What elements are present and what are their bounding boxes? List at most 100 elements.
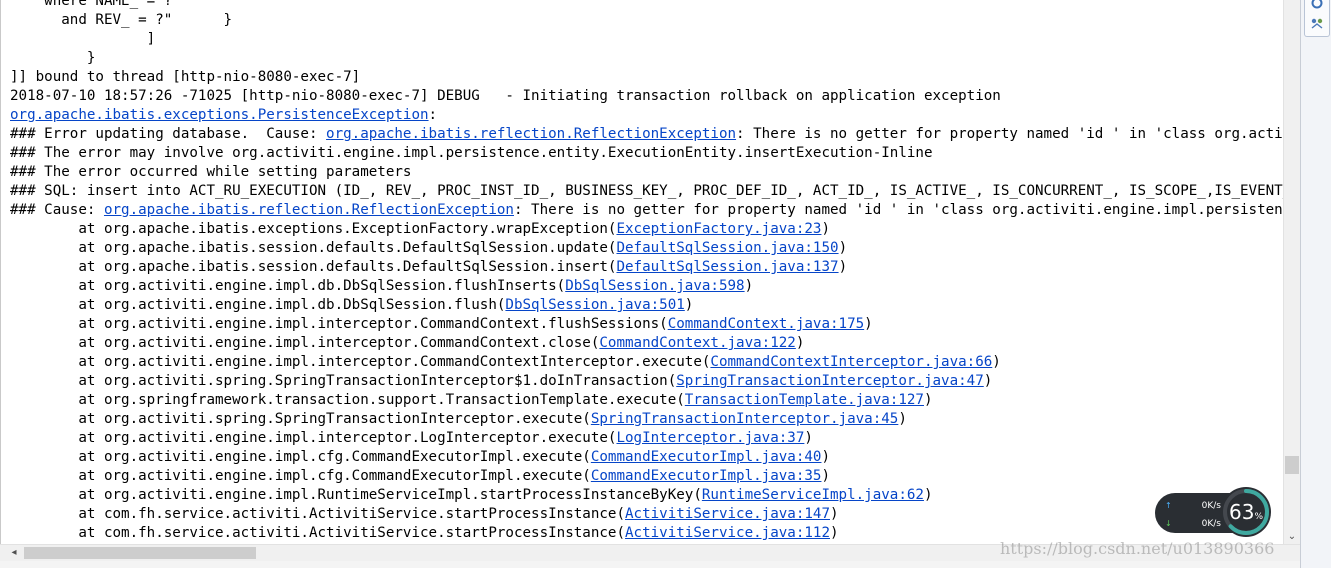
console-text: ) [830, 525, 839, 541]
console-text: and REV_ = ?" } [10, 12, 233, 28]
pin-icon[interactable] [1310, 0, 1324, 10]
source-link[interactable]: LogInterceptor.java:37 [616, 430, 805, 446]
console-line: at org.activiti.engine.impl.db.DbSqlSess… [10, 296, 693, 315]
console-line: at org.activiti.engine.impl.cfg.CommandE… [10, 448, 830, 467]
source-link[interactable]: SpringTransactionInterceptor.java:47 [676, 373, 984, 389]
source-link[interactable]: CommandExecutorImpl.java:40 [590, 449, 822, 465]
console-line: at org.activiti.engine.impl.interceptor.… [10, 334, 804, 353]
side-toolbar-group [1304, 0, 1330, 37]
console-text: ) [838, 259, 848, 275]
console-text: at org.activiti.engine.impl.interceptor.… [10, 335, 600, 351]
console-line: ### Error updating database. Cause: org.… [10, 125, 1284, 144]
console-line: ]] bound to thread [http-nio-8080-exec-7… [10, 68, 360, 87]
console-text: ) [795, 335, 805, 351]
console-text: ) [821, 449, 831, 465]
memory-usage-gauge[interactable] [1219, 486, 1273, 538]
source-link[interactable]: TransactionTemplate.java:127 [684, 392, 924, 408]
console-text: at org.activiti.engine.impl.interceptor.… [10, 430, 617, 446]
console-text: ) [838, 240, 848, 256]
source-link[interactable]: RuntimeServiceImpl.java:62 [701, 487, 924, 503]
source-link[interactable]: DbSqlSession.java:501 [505, 297, 685, 313]
console-line: ### Cause: org.apache.ibatis.reflection.… [10, 201, 1284, 220]
console-text: : There is no getter for property named … [736, 126, 1284, 142]
console-text: ) [992, 354, 1001, 370]
vertical-scrollbar-thumb[interactable] [1285, 456, 1299, 474]
console-text: at com.fh.service.activiti.ActivitiServi… [10, 525, 625, 541]
console-line: ] [10, 30, 156, 49]
console-line: org.apache.ibatis.exceptions.Persistence… [10, 106, 437, 125]
console-line: at org.apache.ibatis.exceptions.Exceptio… [10, 220, 830, 239]
console-line: at org.activiti.engine.impl.interceptor.… [10, 429, 813, 448]
console-line: and REV_ = ?" } [10, 11, 232, 30]
console-text: ### The error occurred while setting par… [10, 164, 412, 180]
console-line: at org.apache.ibatis.session.defaults.De… [10, 239, 847, 258]
source-link[interactable]: CommandContext.java:175 [667, 316, 865, 332]
source-link[interactable]: SpringTransactionInterceptor.java:45 [590, 411, 899, 427]
console-text: at org.apache.ibatis.exceptions.Exceptio… [10, 221, 617, 237]
bottom-strip [0, 561, 1331, 568]
source-link[interactable]: ActivitiService.java:147 [625, 506, 830, 522]
download-speed: ↓ 0K/s [1165, 517, 1227, 531]
console-text: ) [821, 468, 831, 484]
upload-arrow-icon: ↑ [1165, 501, 1172, 510]
memory-usage-percent: 63% [1228, 500, 1263, 524]
console-text: ) [804, 430, 813, 446]
console-text: at org.activiti.engine.impl.RuntimeServi… [10, 487, 702, 503]
console-line: at com.fh.service.activiti.ActivitiServi… [10, 524, 839, 543]
console-line: ### The error may involve org.activiti.e… [10, 144, 933, 163]
console-line: at org.springframework.transaction.suppo… [10, 391, 933, 410]
console-text: at org.activiti.engine.impl.cfg.CommandE… [10, 449, 591, 465]
console-line: at org.activiti.engine.impl.RuntimeServi… [10, 486, 933, 505]
console-text: ) [864, 316, 873, 332]
console-line: ### The error occurred while setting par… [10, 163, 411, 182]
upload-speed: ↑ 0K/s [1165, 499, 1227, 513]
watermark: https://blog.csdn.net/u013890366 [1000, 539, 1275, 558]
console-line: at org.activiti.engine.impl.db.DbSqlSess… [10, 277, 753, 296]
scroll-down-arrow-icon[interactable]: ⌄ [1287, 531, 1297, 542]
network-monitor-widget[interactable]: ↑ 0K/s ↓ 0K/s 63% [1155, 486, 1273, 538]
console-text: : [428, 107, 438, 123]
source-link[interactable]: org.apache.ibatis.reflection.ReflectionE… [103, 202, 514, 218]
source-link[interactable]: CommandContextInterceptor.java:66 [710, 354, 993, 370]
source-link[interactable]: org.apache.ibatis.reflection.ReflectionE… [326, 126, 737, 142]
console-text: at org.activiti.engine.impl.db.DbSqlSess… [10, 297, 506, 313]
source-link[interactable]: org.apache.ibatis.exceptions.Persistence… [10, 107, 429, 123]
console-line: at org.apache.ibatis.session.defaults.De… [10, 258, 847, 277]
vertical-scrollbar[interactable]: ⌄ [1283, 0, 1300, 544]
source-link[interactable]: CommandContext.java:122 [599, 335, 796, 351]
source-link[interactable]: DefaultSqlSession.java:137 [616, 259, 839, 275]
download-arrow-icon: ↓ [1165, 519, 1172, 528]
console-text: at org.activiti.engine.impl.db.DbSqlSess… [10, 278, 566, 294]
console-line: } [10, 49, 96, 68]
side-toolbar [1300, 0, 1331, 568]
console-line: at com.fh.service.activiti.ActivitiServi… [10, 505, 839, 524]
source-link[interactable]: DbSqlSession.java:598 [565, 278, 745, 294]
scroll-left-arrow-icon[interactable]: ◂ [11, 547, 17, 558]
console-line: at org.activiti.spring.SpringTransaction… [10, 410, 907, 429]
console-text: at org.apache.ibatis.session.defaults.De… [10, 259, 617, 275]
console-text: ) [821, 221, 831, 237]
console-line: at org.activiti.engine.impl.interceptor.… [10, 353, 1001, 372]
outline-icon[interactable] [1310, 16, 1324, 30]
console-text: ) [684, 297, 694, 313]
source-link[interactable]: ExceptionFactory.java:23 [616, 221, 822, 237]
console-text: at org.activiti.engine.impl.interceptor.… [10, 354, 711, 370]
source-link[interactable]: ActivitiService.java:112 [625, 525, 830, 541]
console-text: at org.activiti.engine.impl.interceptor.… [10, 316, 668, 332]
console-text: ) [923, 392, 933, 408]
console-text: ### The error may involve org.activiti.e… [10, 145, 933, 161]
console-text: ]] bound to thread [http-nio-8080-exec-7… [10, 69, 361, 85]
source-link[interactable]: CommandExecutorImpl.java:35 [590, 468, 822, 484]
console-line: ### SQL: insert into ACT_RU_EXECUTION (I… [10, 182, 1284, 201]
console-text: ) [923, 487, 933, 503]
console-output[interactable]: where NAME_ = ? and REV_ = ?" } ] }]] bo… [0, 0, 1284, 544]
upload-speed-value: 0K/s [1201, 501, 1221, 511]
horizontal-scrollbar-thumb[interactable] [24, 547, 256, 559]
source-link[interactable]: DefaultSqlSession.java:150 [616, 240, 839, 256]
download-speed-value: 0K/s [1201, 519, 1221, 529]
console-text: at org.apache.ibatis.session.defaults.De… [10, 240, 617, 256]
console-line: at org.activiti.engine.impl.interceptor.… [10, 315, 873, 334]
console-line: where NAME_ = ? [10, 0, 172, 11]
console-text: ) [830, 506, 839, 522]
horizontal-scrollbar[interactable]: ◂ [0, 544, 1300, 561]
